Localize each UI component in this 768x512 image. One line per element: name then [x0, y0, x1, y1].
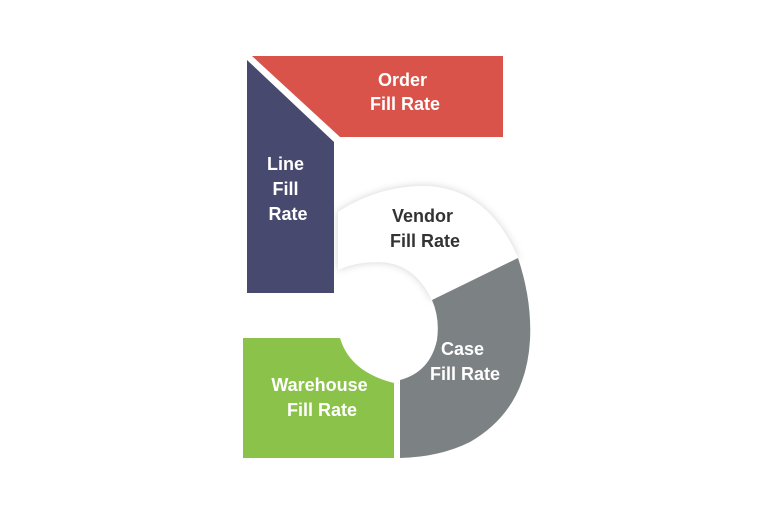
case-fill-rate-segment: [400, 258, 531, 458]
line-label-line-3: Rate: [268, 204, 307, 224]
vendor-fill-rate-label: Vendor Fill Rate: [390, 206, 460, 251]
line-fill-rate-label: Line Fill Rate: [267, 154, 309, 224]
case-fill-rate-label: Case Fill Rate: [430, 339, 500, 384]
order-label-line-1: Order: [378, 70, 427, 90]
case-label-line-1: Case: [441, 339, 484, 359]
case-label-line-2: Fill Rate: [430, 364, 500, 384]
line-label-line-2: Fill: [272, 179, 298, 199]
order-label-line-2: Fill Rate: [370, 94, 440, 114]
vendor-fill-rate-segment: [338, 186, 518, 300]
line-label-line-1: Line: [267, 154, 304, 174]
vendor-label-line-1: Vendor: [392, 206, 453, 226]
warehouse-fill-rate-label: Warehouse Fill Rate: [271, 375, 372, 420]
order-fill-rate-segment: [252, 56, 503, 137]
warehouse-label-line-1: Warehouse: [271, 375, 367, 395]
warehouse-fill-rate-segment: [243, 338, 394, 458]
warehouse-label-line-2: Fill Rate: [287, 400, 357, 420]
order-fill-rate-label: Order Fill Rate: [370, 70, 440, 114]
line-fill-rate-segment: [247, 60, 334, 293]
vendor-label-line-2: Fill Rate: [390, 231, 460, 251]
